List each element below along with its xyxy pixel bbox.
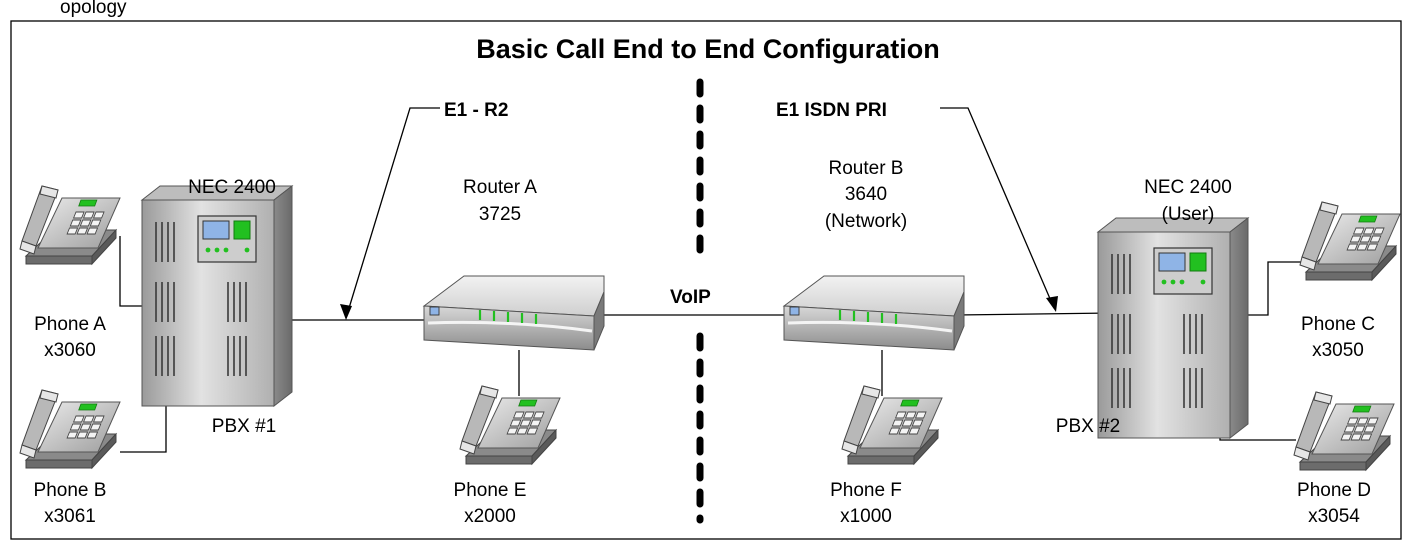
header-fragment: opology — [60, 0, 127, 18]
router-a: Router A 3725 — [422, 177, 606, 352]
phone-c-icon — [1299, 201, 1401, 281]
pbx-1-cabinet-icon — [141, 185, 293, 407]
phone-b-ext: x3061 — [44, 506, 96, 527]
wire-phone-b-pbx1 — [120, 404, 167, 453]
phone-b-icon — [19, 389, 121, 469]
phone-f-ext: x1000 — [840, 506, 892, 527]
phone-b-name: Phone B — [34, 480, 107, 501]
wire-pbx2-phone-c — [1242, 261, 1302, 316]
diagram-frame — [10, 20, 1402, 540]
router-a-model: 3725 — [479, 204, 521, 225]
router-a-name: Router A — [463, 177, 537, 198]
callout-e1-isdn-pri — [940, 107, 1058, 312]
router-a-icon — [422, 274, 606, 352]
phone-e-name: Phone E — [454, 480, 527, 501]
phone-d-ext: x3054 — [1308, 506, 1360, 527]
label-e1-isdn-pri: E1 ISDN PRI — [776, 100, 887, 121]
phone-f: Phone F x1000 — [830, 385, 943, 527]
label-e1-r2: E1 - R2 — [444, 100, 508, 121]
label-voip: VoIP — [670, 287, 711, 308]
phone-d: Phone D x3054 — [1293, 391, 1395, 527]
router-b-name: Router B — [829, 158, 904, 179]
phone-c-name: Phone C — [1301, 314, 1375, 335]
pbx-2-name: PBX #2 — [1056, 416, 1120, 437]
router-b-role: (Network) — [825, 211, 907, 232]
wire-router-b-pbx2 — [955, 312, 1113, 316]
diagram-title: Basic Call End to End Configuration — [476, 34, 940, 64]
router-b-icon — [782, 274, 966, 352]
phone-c: Phone C x3050 — [1299, 201, 1401, 361]
phone-b: Phone B x3061 — [19, 389, 121, 527]
pbx-1: NEC 2400 PBX #1 — [141, 177, 293, 437]
phone-e-ext: x2000 — [464, 506, 516, 527]
phone-c-ext: x3050 — [1312, 340, 1364, 361]
callout-e1-r2 — [340, 107, 440, 320]
pbx-1-name: PBX #1 — [212, 416, 276, 437]
pbx-2: NEC 2400 (User) PBX #2 — [1056, 177, 1249, 439]
phone-a-icon — [19, 185, 121, 265]
phone-d-icon — [1293, 391, 1395, 471]
phone-f-icon — [841, 385, 943, 465]
phone-e: Phone E x2000 — [454, 385, 561, 527]
phone-a: Phone A x3060 — [19, 185, 121, 361]
pbx-1-model: NEC 2400 — [188, 177, 276, 198]
phone-a-name: Phone A — [34, 314, 106, 335]
pbx-2-model: NEC 2400 — [1144, 177, 1232, 198]
phone-f-name: Phone F — [830, 480, 902, 501]
router-b: Router B 3640 (Network) — [782, 158, 966, 352]
router-b-model: 3640 — [845, 184, 887, 205]
phone-e-icon — [459, 385, 561, 465]
pbx-2-cabinet-icon — [1097, 217, 1249, 439]
phone-d-name: Phone D — [1297, 480, 1371, 501]
phone-a-ext: x3060 — [44, 340, 96, 361]
pbx-2-role: (User) — [1162, 204, 1215, 225]
